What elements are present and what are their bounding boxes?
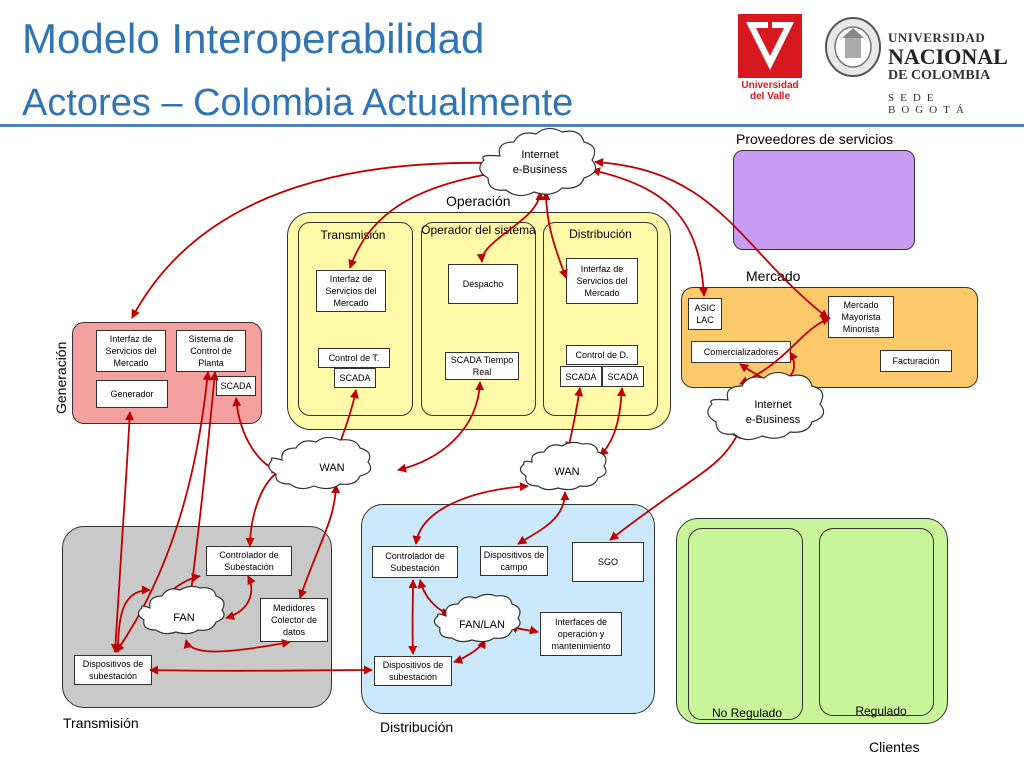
wan-right-text: WAN (554, 466, 580, 478)
unal-line-3: DE COLOMBIA (888, 68, 991, 83)
unal-line-1: UNIVERSIDAD (888, 30, 986, 45)
unal-line-4: SEDE BOGOTÁ (888, 92, 970, 116)
op-d-scada1-box: SCADA (560, 366, 602, 387)
fan-lan-text: FAN/LAN (459, 619, 505, 631)
distribucion-label: Distribución (380, 719, 454, 735)
mercado-comercializadores-box: Comercializadores (691, 341, 791, 363)
di-sgo-box: SGO (572, 542, 644, 582)
clientes-no-regulado-column (688, 528, 803, 720)
op-d-control-box: Control de D. (566, 345, 638, 365)
gen-scada-box: SCADA (216, 376, 256, 396)
tr-medidores-box: Medidores Colector de datos (260, 598, 328, 642)
op-d-scada2-box: SCADA (602, 366, 644, 387)
mercado-asic-box: ASIC LAC (688, 298, 722, 330)
op-distribucion-label: Distribución (569, 227, 632, 241)
unal-line-2: NACIONAL (888, 44, 1008, 69)
gen-generador-box: Generador (96, 380, 168, 408)
univalle-emblem (738, 14, 802, 78)
op-t-control-box: Control de T. (318, 348, 390, 368)
op-t-interfaz-box: Interfaz de Servicios del Mercado (316, 270, 386, 312)
di-dispositivos-campo-box: Dispositivos de campo (480, 546, 548, 576)
clientes-label: Clientes (869, 739, 920, 755)
internet-top-text: Internet e-Business (512, 149, 568, 176)
mercado-facturacion-box: Facturación (880, 350, 952, 372)
wan-left-text: WAN (319, 462, 345, 474)
transmision-label: Transmisión (63, 715, 139, 731)
op-despacho-box: Despacho (448, 264, 518, 304)
tr-dispositivos-box: Dispositivos de subestación (74, 655, 152, 685)
unal-logo: UNIVERSIDAD NACIONAL DE COLOMBIA SEDE BO… (824, 14, 1020, 116)
slide-subtitle: Actores – Colombia Actualmente (22, 82, 574, 124)
op-t-scada-box: SCADA (334, 368, 376, 388)
proveedores-label: Proveedores de servicios (736, 131, 894, 147)
proveedores-region (733, 150, 915, 250)
op-transmision-label: Transmisión (320, 228, 386, 242)
gen-interfaz-box: Interfaz de Servicios del Mercado (96, 330, 166, 372)
di-dispositivos-sub-box: Dispositivos de subestación (374, 656, 452, 686)
di-interfaces-box: Interfaces de operación y mantenimiento (540, 612, 622, 656)
fan-text: FAN (173, 612, 195, 624)
unal-seal (824, 16, 882, 78)
op-operador-label: Operador del sistema (421, 223, 536, 237)
slide-title: Modelo Interoperabilidad (22, 15, 485, 62)
di-controlador-box: Controlador de Subestación (372, 546, 458, 578)
internet-mid-text: Internet e-Business (745, 399, 801, 426)
mercado-mayorista-box: Mercado Mayorista Minorista (828, 296, 894, 338)
generacion-label: Generación (53, 341, 69, 414)
regulado-label: Regulado (855, 704, 907, 718)
gen-sistema-box: Sistema de Control de Planta (176, 330, 246, 372)
title-divider (0, 124, 1024, 127)
tr-controlador-box: Controlador de Subestación (206, 546, 292, 576)
operacion-operador-column (421, 222, 536, 416)
op-scada-tiempo-real-box: SCADA Tiempo Real (445, 352, 519, 380)
no-regulado-label: No Regulado (711, 706, 783, 720)
op-d-interfaz-box: Interfaz de Servicios del Mercado (566, 258, 638, 304)
clientes-regulado-column (819, 528, 934, 716)
mercado-label: Mercado (746, 268, 801, 284)
clientes-region (676, 518, 948, 724)
operacion-label: Operación (446, 193, 511, 209)
